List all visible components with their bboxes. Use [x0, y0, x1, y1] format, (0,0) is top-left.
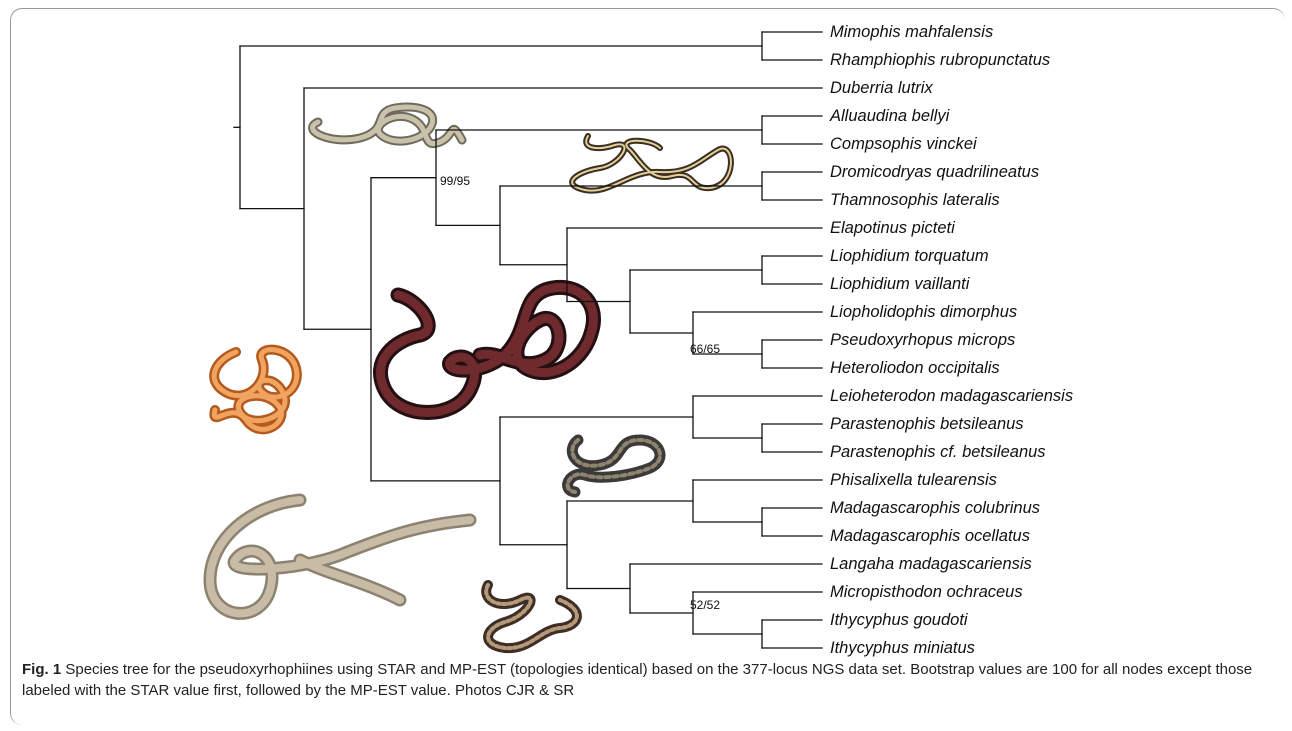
taxon-label: Pseudoxyrhopus microps	[830, 331, 1015, 349]
taxon-label: Dromicodryas quadrilineatus	[830, 163, 1039, 181]
taxon-label: Mimophis mahfalensis	[830, 23, 993, 41]
caption-text: Species tree for the pseudoxyrhophiines …	[22, 661, 1252, 699]
phylogenetic-tree: Mimophis mahfalensis Rhamphiophis rubrop…	[0, 0, 1292, 660]
taxon-label: Madagascarophis ocellatus	[830, 527, 1030, 545]
taxon-label: Elapotinus picteti	[830, 219, 956, 237]
snake-photo-liophidium	[380, 287, 593, 412]
snake-photo-orange	[214, 350, 297, 430]
taxon-label: Ithycyphus goudoti	[830, 611, 969, 629]
taxon-label: Leioheterodon madagascariensis	[830, 387, 1073, 405]
taxon-label: Liophidium torquatum	[830, 247, 989, 265]
taxon-labels: Mimophis mahfalensis Rhamphiophis rubrop…	[829, 23, 1073, 657]
snake-photo-dromicodryas	[572, 136, 731, 191]
taxon-label: Compsophis vinckei	[830, 135, 978, 153]
taxon-label: Langaha madagascariensis	[830, 555, 1032, 573]
taxon-label: Ithycyphus miniatus	[830, 639, 975, 657]
taxon-label: Micropisthodon ochraceus	[830, 583, 1023, 601]
taxon-label: Parastenophis cf. betsileanus	[830, 443, 1046, 461]
snake-photo-alluaudina	[313, 107, 462, 144]
support-value: 66/65	[690, 342, 720, 356]
snake-photo-langaha	[210, 500, 470, 613]
caption-label: Fig. 1	[22, 661, 61, 678]
snake-photo-madagascarophis	[568, 440, 660, 492]
taxon-label: Heteroliodon occipitalis	[830, 359, 1000, 377]
taxon-label: Parastenophis betsileanus	[830, 415, 1024, 433]
taxon-label: Alluaudina bellyi	[829, 107, 951, 125]
figure-caption: Fig. 1 Species tree for the pseudoxyrhop…	[22, 659, 1272, 701]
taxon-label: Liophidium vaillanti	[830, 275, 971, 293]
taxon-label: Rhamphiophis rubropunctatus	[830, 51, 1050, 69]
taxon-label: Liopholidophis dimorphus	[830, 303, 1017, 321]
taxon-label: Madagascarophis colubrinus	[830, 499, 1040, 517]
taxon-label: Thamnosophis lateralis	[830, 191, 1000, 209]
taxon-label: Duberria lutrix	[830, 79, 933, 97]
snake-photo-ithycyphus	[486, 585, 577, 648]
support-value: 99/95	[440, 174, 470, 188]
taxon-label: Phisalixella tulearensis	[830, 471, 997, 489]
support-value: 52/52	[690, 598, 720, 612]
